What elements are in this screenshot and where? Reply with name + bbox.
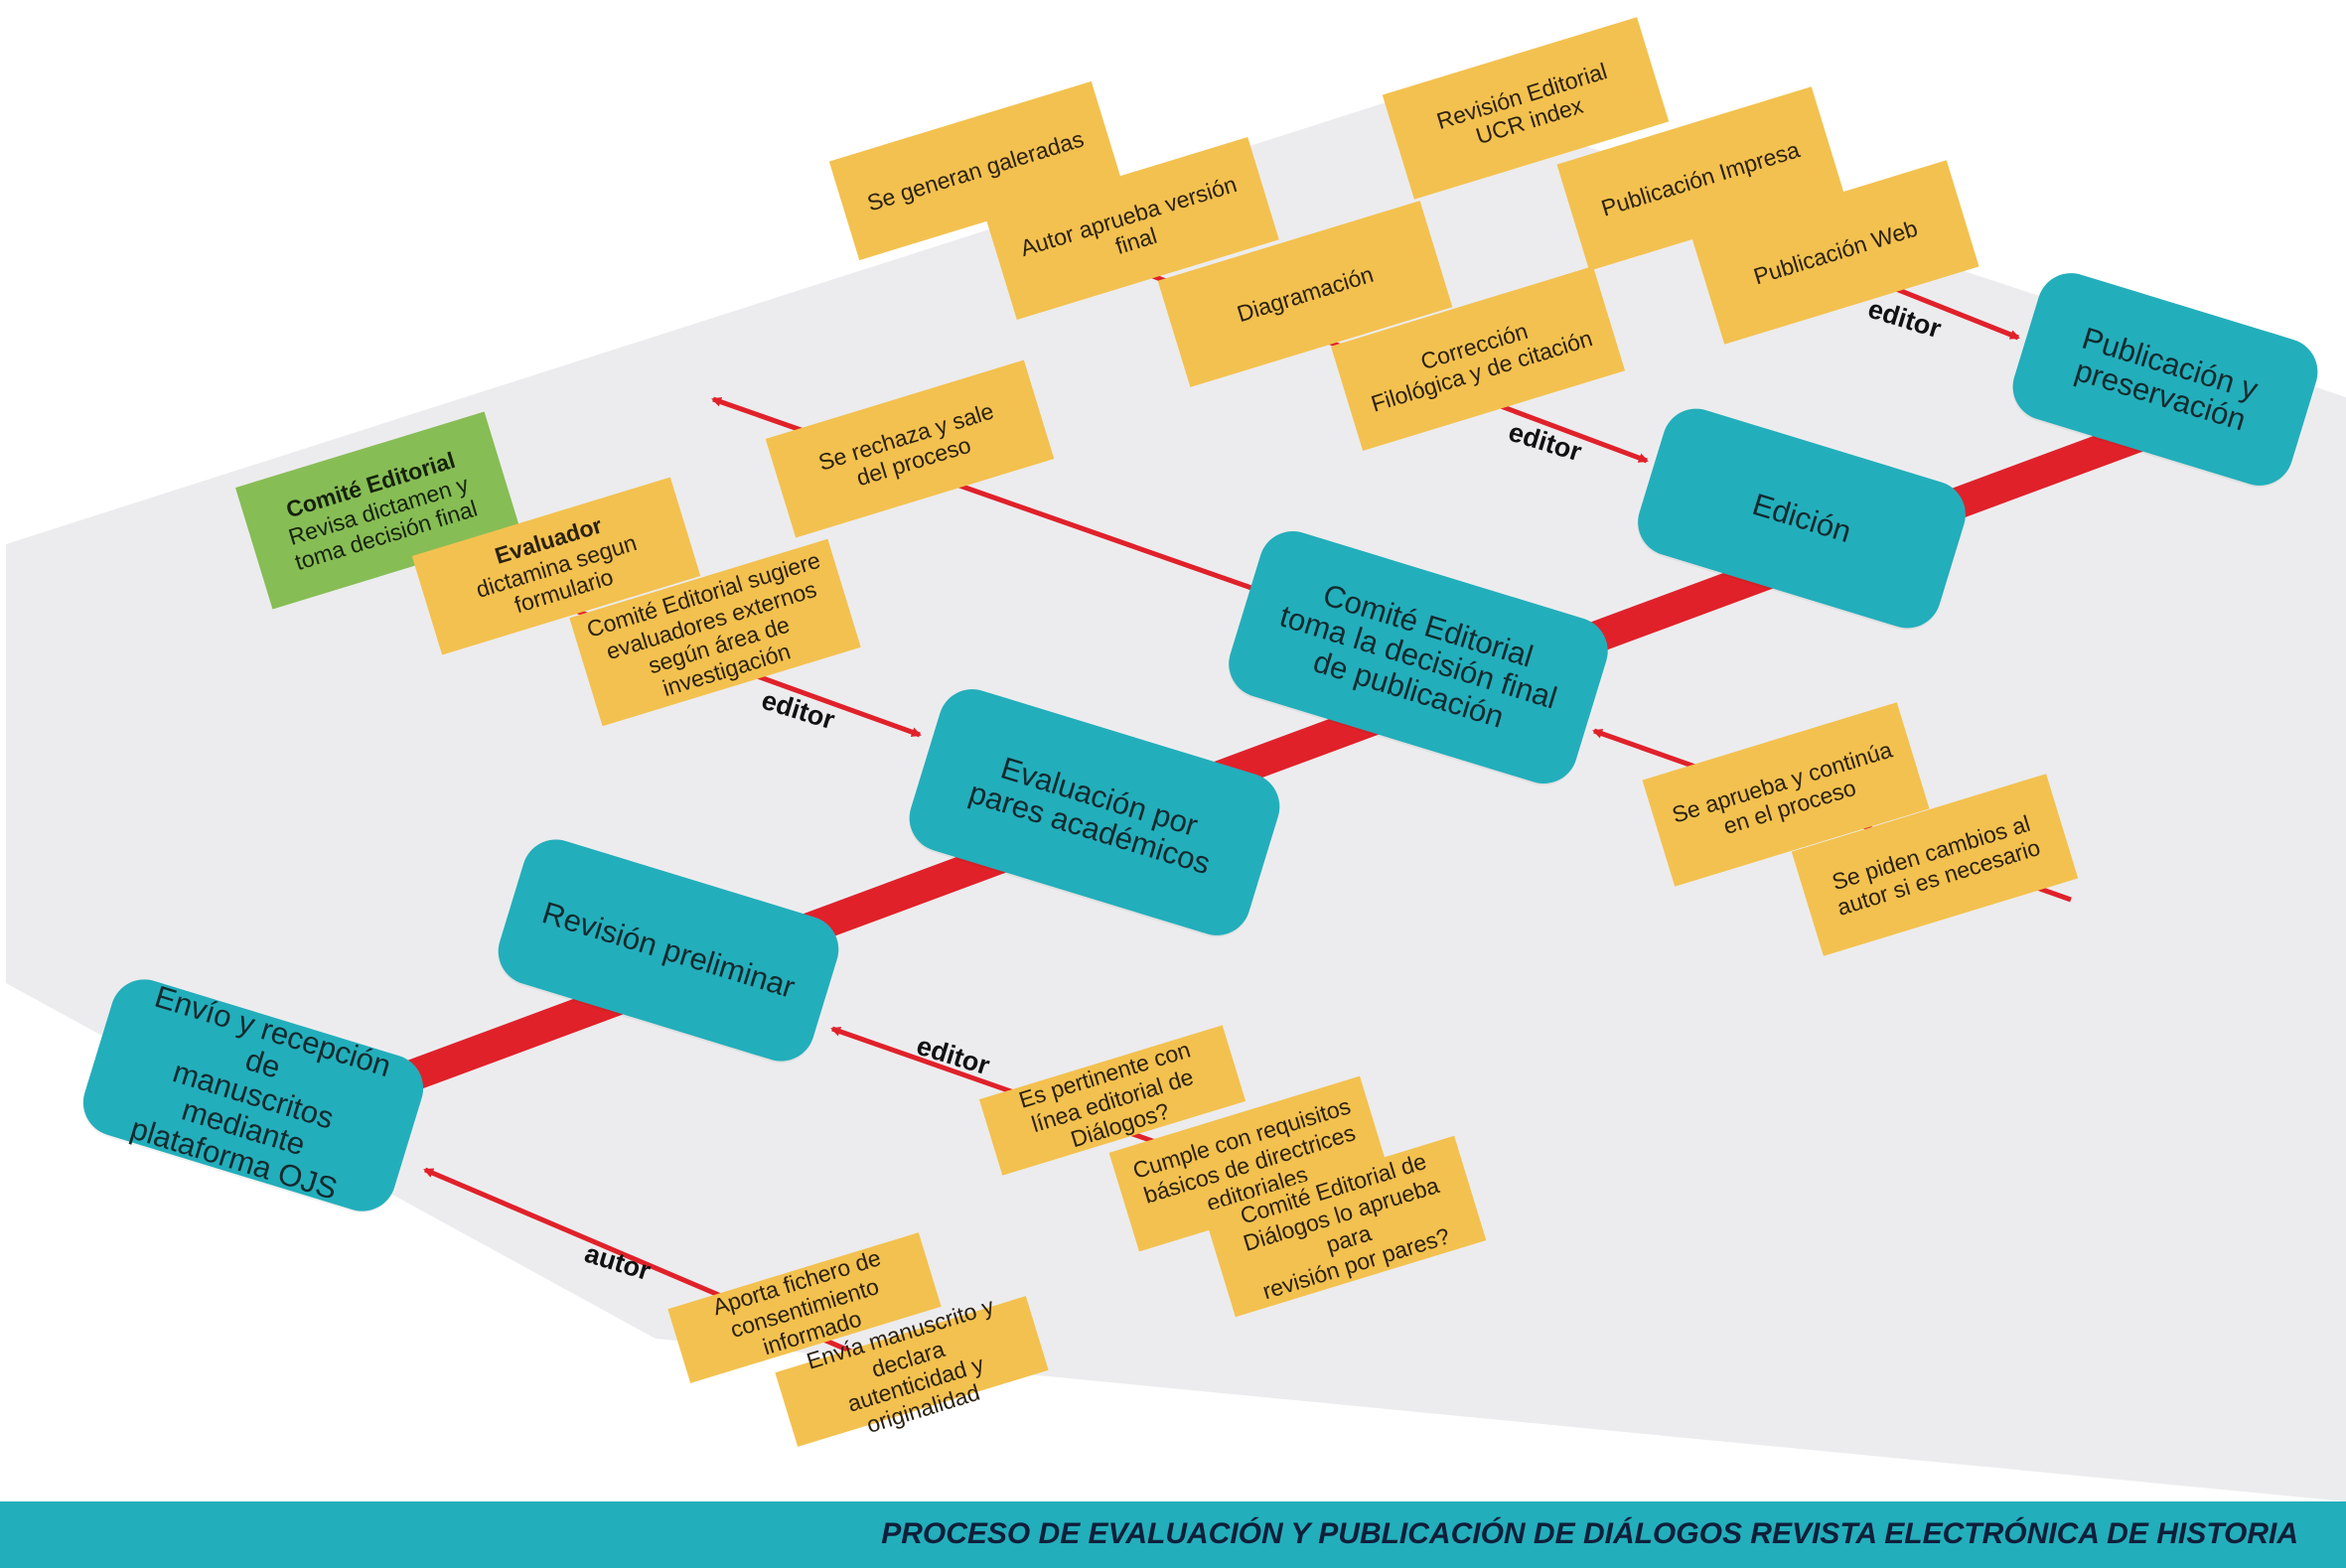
stage-line: Revisión preliminar	[537, 895, 800, 1006]
stage-line: Edición	[1748, 487, 1855, 550]
footer-bar: PROCESO DE EVALUACIÓN Y PUBLICACIÓN DE D…	[0, 1501, 2346, 1568]
note-line: Diagramación	[1234, 260, 1377, 327]
arrow-to-envio	[423, 1167, 925, 1385]
note-line: Publicación Impresa	[1598, 136, 1803, 221]
note-line: Publicación Web	[1750, 214, 1921, 290]
footer-title: PROCESO DE EVALUACIÓN Y PUBLICACIÓN DE D…	[881, 1517, 2298, 1550]
